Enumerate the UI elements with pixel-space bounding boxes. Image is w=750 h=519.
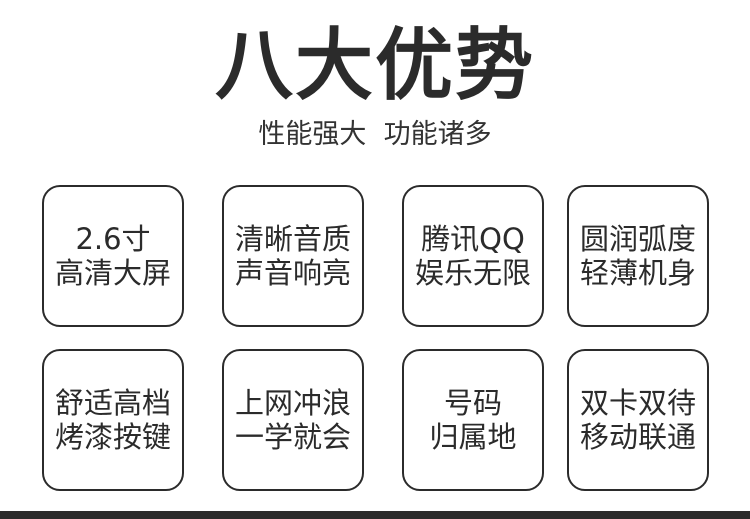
feature-card-line2: 烤漆按键: [54, 420, 171, 454]
feature-card-line1: 2.6寸: [75, 222, 151, 256]
page-subtitle: 性能强大 功能诸多: [258, 119, 492, 150]
feature-card-dualsim: 双卡双待 移动联通: [567, 349, 709, 491]
feature-card-line2: 一学就会: [234, 420, 351, 454]
feature-card-line1: 圆润弧度: [579, 222, 696, 256]
feature-card-line2: 声音响亮: [234, 256, 351, 290]
feature-card-line1: 舒适高档: [54, 386, 171, 420]
feature-card-line1: 号码: [443, 386, 502, 420]
feature-card-line2: 娱乐无限: [414, 256, 531, 290]
page-title: 八大优势: [214, 21, 535, 111]
feature-card-line1: 清晰音质: [234, 222, 351, 256]
feature-card-line1: 腾讯QQ: [421, 222, 525, 256]
bottom-divider: [0, 511, 750, 519]
feature-card-sound: 清晰音质 声音响亮: [222, 185, 364, 327]
feature-card-qq: 腾讯QQ 娱乐无限: [402, 185, 544, 327]
feature-card-line1: 双卡双待: [579, 386, 696, 420]
feature-card-location: 号码 归属地: [402, 349, 544, 491]
feature-card-design: 圆润弧度 轻薄机身: [567, 185, 709, 327]
feature-card-screen: 2.6寸 高清大屏: [42, 185, 184, 327]
feature-card-line2: 归属地: [429, 420, 517, 454]
feature-card-line2: 移动联通: [579, 420, 696, 454]
feature-card-line1: 上网冲浪: [234, 386, 351, 420]
feature-card-keys: 舒适高档 烤漆按键: [42, 349, 184, 491]
feature-card-line2: 高清大屏: [54, 256, 171, 290]
feature-card-internet: 上网冲浪 一学就会: [222, 349, 364, 491]
feature-card-line2: 轻薄机身: [579, 256, 696, 290]
